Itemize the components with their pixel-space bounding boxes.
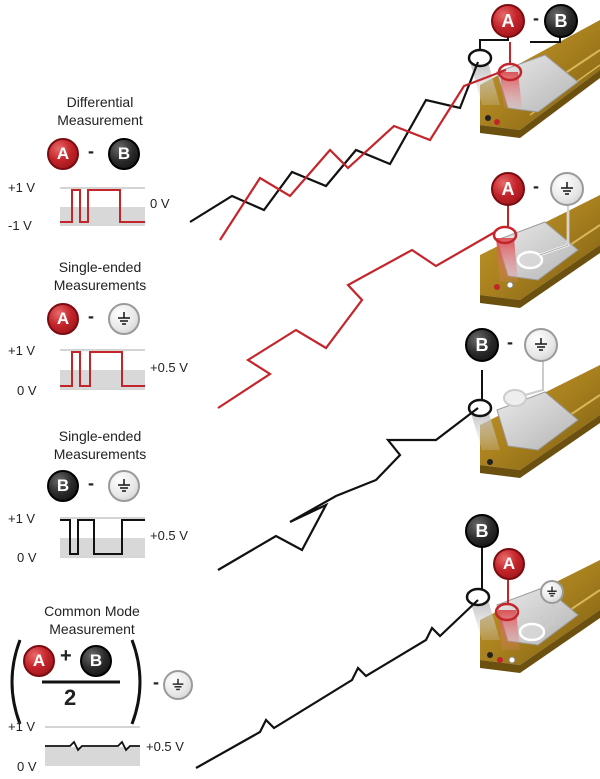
section-title-common-mode: Common Mode Measurement xyxy=(44,603,140,637)
level-label: +0.5 V xyxy=(146,739,184,754)
level-label: 0 V xyxy=(17,383,37,398)
ground-icon xyxy=(550,172,584,206)
section-title-differential: Differential Measurement xyxy=(57,94,143,128)
level-label: +1 V xyxy=(8,511,36,526)
minus-operator: - xyxy=(88,306,94,326)
level-label: 0 V xyxy=(150,196,170,211)
circuit-board-3 xyxy=(480,365,600,478)
minus-operator: - xyxy=(88,141,94,161)
minus-operator: - xyxy=(533,176,539,196)
probe-badge-b: B xyxy=(465,328,499,362)
badge-b: B xyxy=(108,138,140,170)
level-label: +1 V xyxy=(8,343,36,358)
level-label: 0 V xyxy=(17,759,37,774)
section-title-single-ended-b: Single-ended Measurements xyxy=(53,428,147,462)
probe-ring-black xyxy=(465,587,491,607)
level-label: +1 V xyxy=(8,719,36,734)
left-paren xyxy=(10,639,22,725)
level-label: +1 V xyxy=(8,180,36,195)
waveform-common-mode xyxy=(45,726,140,766)
probe-ring-red xyxy=(492,225,518,245)
badge-a: A xyxy=(47,303,79,335)
minus-operator: - xyxy=(507,332,513,352)
ground-icon xyxy=(163,670,193,700)
probe-badge-a: A xyxy=(493,548,525,580)
minus-operator: - xyxy=(153,672,159,692)
probe-beam-red xyxy=(500,72,522,108)
circuit-board-1 xyxy=(480,20,600,138)
badge-b: B xyxy=(80,645,112,677)
probe-badge-a: A xyxy=(491,172,525,206)
probe-beam-black xyxy=(470,62,500,105)
trace-single-ended-a xyxy=(217,231,496,409)
level-label: +0.5 V xyxy=(150,360,188,375)
badge-a: A xyxy=(47,138,79,170)
ground-icon xyxy=(108,303,140,335)
level-label: -1 V xyxy=(8,218,32,233)
badge-a: A xyxy=(23,645,55,677)
section-title-single-ended-a: Single-ended Measurements xyxy=(53,259,147,293)
ground-icon xyxy=(540,580,564,604)
level-label: 0 V xyxy=(17,550,37,565)
right-paren xyxy=(130,639,142,725)
badge-b: B xyxy=(47,470,79,502)
minus-operator: - xyxy=(533,8,539,28)
trace-single-ended-b xyxy=(217,407,479,571)
ground-icon xyxy=(108,470,140,502)
ground-icon xyxy=(524,328,558,362)
probe-badge-a: A xyxy=(491,4,525,38)
trace-common-mode xyxy=(195,599,479,769)
probe-badge-b: B xyxy=(465,514,499,548)
divisor: 2 xyxy=(64,685,77,710)
plus-operator: + xyxy=(60,645,72,667)
waveform-single-ended-a xyxy=(60,349,145,390)
minus-operator: - xyxy=(88,473,94,493)
level-label: +0.5 V xyxy=(150,528,188,543)
trace-differential xyxy=(189,61,507,241)
probe-ring-black xyxy=(467,48,493,68)
probe-ring-ground xyxy=(518,622,546,642)
waveform-single-ended-b xyxy=(60,517,145,558)
probe-ring-ground xyxy=(503,389,527,407)
probe-ring-ground xyxy=(516,250,544,270)
waveform-differential xyxy=(60,187,145,226)
probe-badge-b: B xyxy=(544,4,578,38)
